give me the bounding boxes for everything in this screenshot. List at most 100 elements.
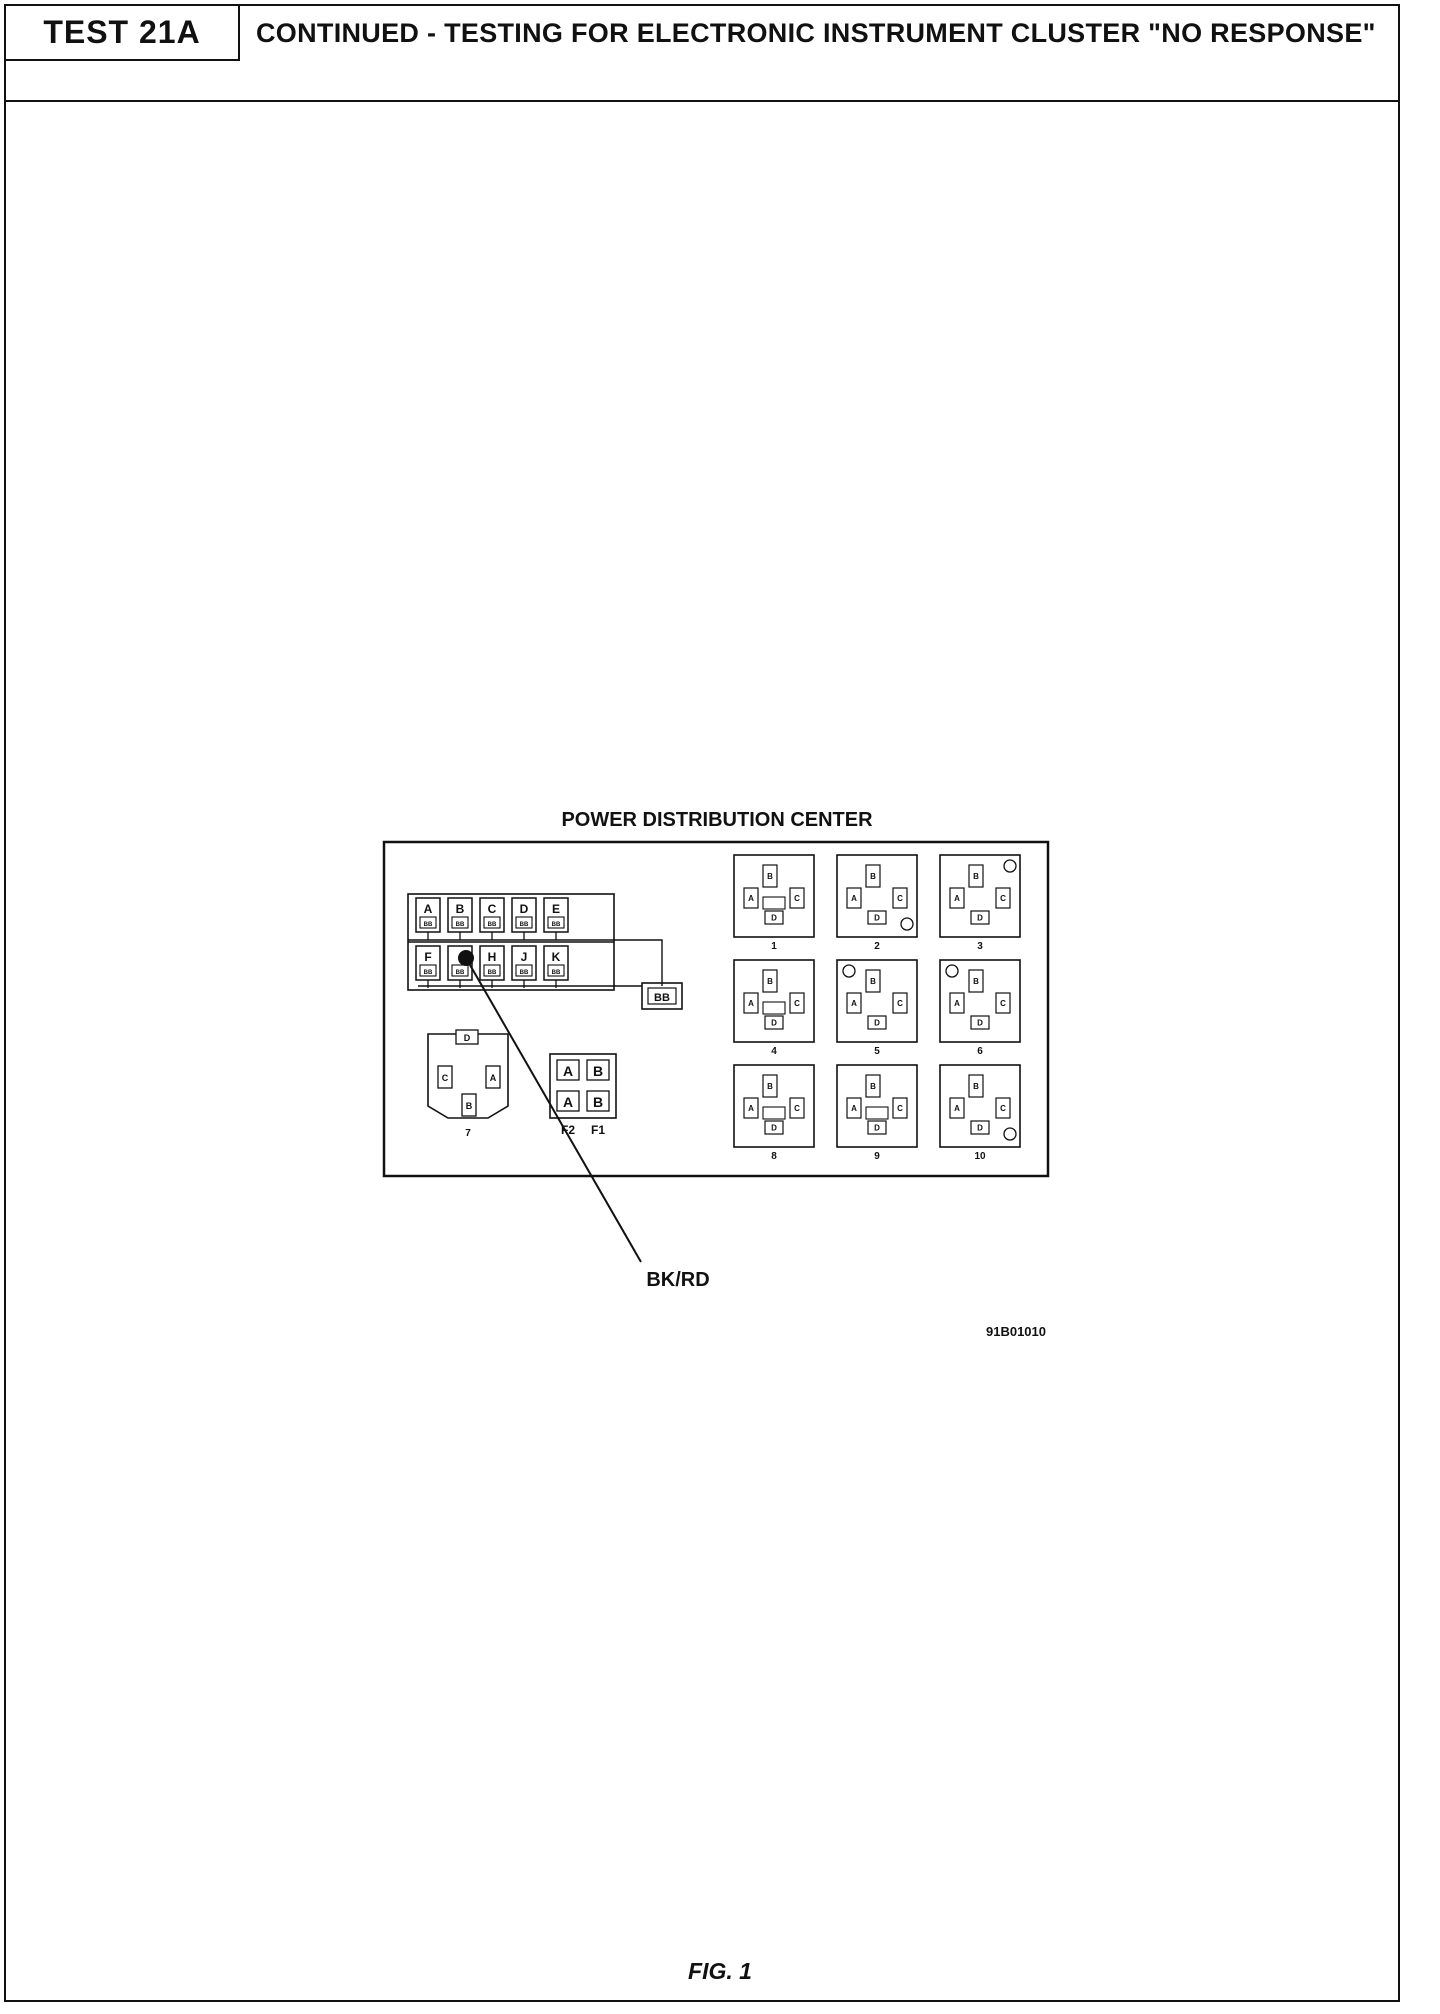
wire-pointer-line — [465, 957, 642, 1263]
relay-7: D C A B 7 — [427, 1029, 509, 1139]
relay-4-pin-d: D — [764, 1015, 784, 1030]
fuse-B: BBB — [447, 897, 473, 940]
relay-9-pin-b: B — [865, 1074, 881, 1098]
relay-9-pin-label: A — [851, 1104, 857, 1113]
relay-5-pin-d: D — [867, 1015, 887, 1030]
relay-6-pin-a: A — [949, 992, 965, 1014]
relay-10-number: 10 — [974, 1151, 986, 1162]
relay-3-pin-label: A — [954, 894, 960, 903]
relay-2-pin-c: C — [892, 887, 908, 909]
relay-7-outline — [427, 1033, 509, 1119]
relay-8-pin-label: A — [748, 1104, 754, 1113]
relay-7-pin-b: B — [466, 1101, 473, 1111]
relay-10-pin-label: A — [954, 1104, 960, 1113]
relay-8-pin-label: B — [767, 1082, 773, 1091]
fuse-code-C: BB — [488, 922, 497, 928]
relay-1: BA C D 1 — [733, 854, 815, 952]
fuse-label-A: A — [424, 902, 433, 916]
relay-1-number: 1 — [771, 941, 777, 952]
fuse-J: JBB — [511, 945, 537, 988]
relay-10-pin-b: B — [968, 1074, 984, 1098]
relay-9-number: 9 — [874, 1151, 880, 1162]
relay-10-marker — [1003, 1127, 1017, 1141]
relay-1-pin-label: C — [794, 894, 800, 903]
relay-8-pin-a: A — [743, 1097, 759, 1119]
fuse-code-F: BB — [424, 970, 433, 976]
test-point-dot — [458, 950, 474, 966]
relay-1-pin-d: D — [764, 910, 784, 925]
relay-4-pin-c: C — [789, 992, 805, 1014]
relay-2-number: 2 — [874, 941, 880, 952]
header-bar: TEST 21A CONTINUED - TESTING FOR ELECTRO… — [6, 6, 1398, 102]
relay-9-pin-label: C — [897, 1104, 903, 1113]
small-fuse-block: A B A B F2 F1 — [549, 1053, 617, 1137]
fuse-label-E: E — [552, 902, 560, 916]
fuse-label-H: H — [488, 950, 497, 964]
wire-color-label: BK/RD — [646, 1269, 709, 1291]
relay-1-center-terminal — [762, 896, 786, 910]
relay-1-pin-label: A — [748, 894, 754, 903]
relay-9-pin-label: D — [874, 1124, 880, 1133]
fuse-label-D: D — [520, 902, 529, 916]
fuse-K: K BB — [543, 945, 569, 988]
relay-8-pin-c: C — [789, 1097, 805, 1119]
relay-5-marker — [842, 964, 856, 978]
relay-8-pin-b: B — [762, 1074, 778, 1098]
relay-6-pin-d: D — [970, 1015, 990, 1030]
fuse-C: C BB — [479, 897, 505, 940]
page-title: CONTINUED - TESTING FOR ELECTRONIC INSTR… — [256, 18, 1376, 48]
bb-fuse-outline — [641, 982, 683, 1010]
fuse-label-C: C — [488, 902, 497, 916]
relay-1-pin-b: B — [762, 864, 778, 888]
figure-caption: FIG. 1 — [688, 1958, 752, 1984]
fuse-F: F BB — [415, 945, 441, 988]
page-frame: TEST 21A CONTINUED - TESTING FOR ELECTRO… — [4, 4, 1400, 2002]
pdc-outline — [382, 840, 1050, 1178]
fuse-A: ABB — [415, 897, 441, 940]
relay-2-pin-label: D — [874, 914, 880, 923]
fuse-D: D BB — [511, 897, 537, 940]
relay-3-pin-c: C — [995, 887, 1011, 909]
relay-8-pin-label: C — [794, 1104, 800, 1113]
relay-6-pin-label: D — [977, 1019, 983, 1028]
relay-2-pin-label: A — [851, 894, 857, 903]
small-fuse-cell-2: B — [593, 1063, 603, 1079]
relay-1-pin-a: A — [743, 887, 759, 909]
relay-7-pin-a: A — [490, 1073, 497, 1083]
relay-1-pin-c: C — [789, 887, 805, 909]
relay-1-pin-label: D — [771, 914, 777, 923]
relay-9-pin-label: B — [870, 1082, 876, 1091]
relay-3-number: 3 — [977, 941, 983, 952]
fuse-code-D: BB — [520, 922, 529, 928]
relay-4-number: 4 — [771, 1046, 777, 1057]
relay-3-pin-label: C — [1000, 894, 1006, 903]
fuse-label-K: K — [552, 950, 561, 964]
relay-2-pin-label: C — [897, 894, 903, 903]
relay-8-pin-label: D — [771, 1124, 777, 1133]
test-id-box: TEST 21A — [6, 6, 240, 61]
relay-6-pin-label: A — [954, 999, 960, 1008]
relay-2-pin-b: B — [865, 864, 881, 888]
relay-6-pin-label: C — [1000, 999, 1006, 1008]
fuse-code-E: BB — [552, 922, 561, 928]
relay-6-pin-label: B — [973, 977, 979, 986]
relay-8-center-terminal — [762, 1106, 786, 1120]
relay-6-marker — [945, 964, 959, 978]
bb-fuse-label: BB — [654, 992, 670, 1004]
fuse-H: HBB — [479, 945, 505, 988]
relay-9: B A C D 9 — [836, 1064, 918, 1162]
fuse-code-K: BB — [552, 970, 561, 976]
relay-7-pin-c: C — [442, 1073, 449, 1083]
relay-9-pin-c: C — [892, 1097, 908, 1119]
relay-3-pin-d: D — [970, 910, 990, 925]
fuse-label-F: F — [424, 950, 431, 964]
small-fuse-cell-4: B — [593, 1094, 603, 1110]
